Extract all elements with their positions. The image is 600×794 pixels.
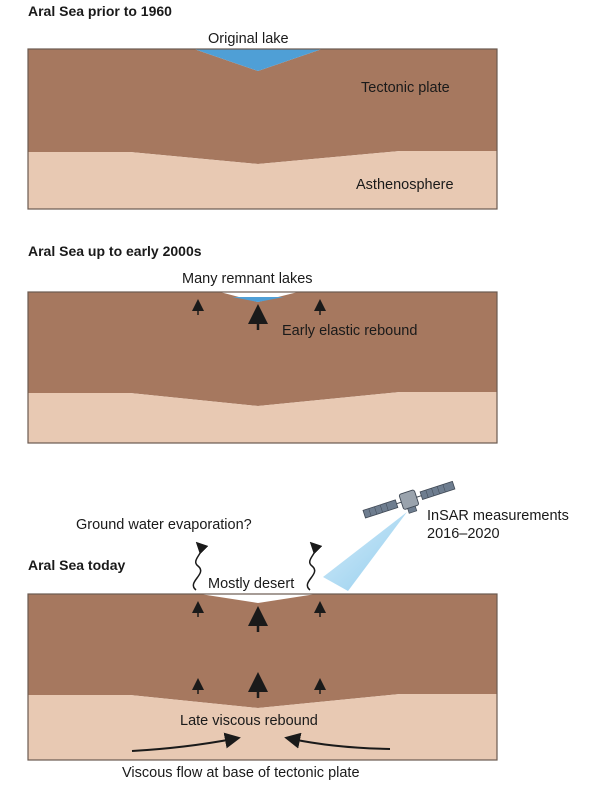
evaporation-arrow-right xyxy=(306,541,323,591)
mostly-desert-label: Mostly desert xyxy=(206,576,297,592)
early-elastic-rebound-label: Early elastic rebound xyxy=(282,323,418,339)
asthenosphere-label: Asthenosphere xyxy=(356,177,454,193)
panel-2-section xyxy=(27,291,498,444)
asthenosphere-2 xyxy=(28,392,497,443)
tectonic-plate-label: Tectonic plate xyxy=(361,80,450,96)
panel-3-section xyxy=(27,480,498,761)
panel-3-title: Aral Sea today xyxy=(28,557,126,573)
panel-1-section xyxy=(27,48,498,210)
panel-2-title: Aral Sea up to early 2000s xyxy=(28,243,202,259)
original-lake xyxy=(194,49,322,71)
tectonic-plate-1 xyxy=(28,49,497,164)
original-lake-label: Original lake xyxy=(208,31,289,47)
viscous-flow-arrow-right xyxy=(284,732,391,750)
evaporation-arrow-left xyxy=(192,541,209,591)
tectonic-plate-3 xyxy=(28,594,497,708)
remnant-lakes xyxy=(232,297,284,302)
asthenosphere-1 xyxy=(28,151,497,209)
insar-label-line2: 2016–2020 xyxy=(427,526,500,542)
tectonic-plate-2 xyxy=(28,292,497,406)
viscous-flow-arrow-left xyxy=(131,732,241,752)
insar-label-line1: InSAR measurements xyxy=(427,508,569,524)
remnant-lakes-label: Many remnant lakes xyxy=(182,271,313,287)
viscous-flow-label: Viscous flow at base of tectonic plate xyxy=(122,765,360,781)
insar-beam xyxy=(323,512,407,591)
asthenosphere-3 xyxy=(28,694,497,760)
evaporation-label: Ground water evaporation? xyxy=(76,517,252,533)
satellite-icon xyxy=(362,480,456,519)
late-viscous-rebound-label: Late viscous rebound xyxy=(180,713,318,729)
panel-1-title: Aral Sea prior to 1960 xyxy=(28,3,172,19)
